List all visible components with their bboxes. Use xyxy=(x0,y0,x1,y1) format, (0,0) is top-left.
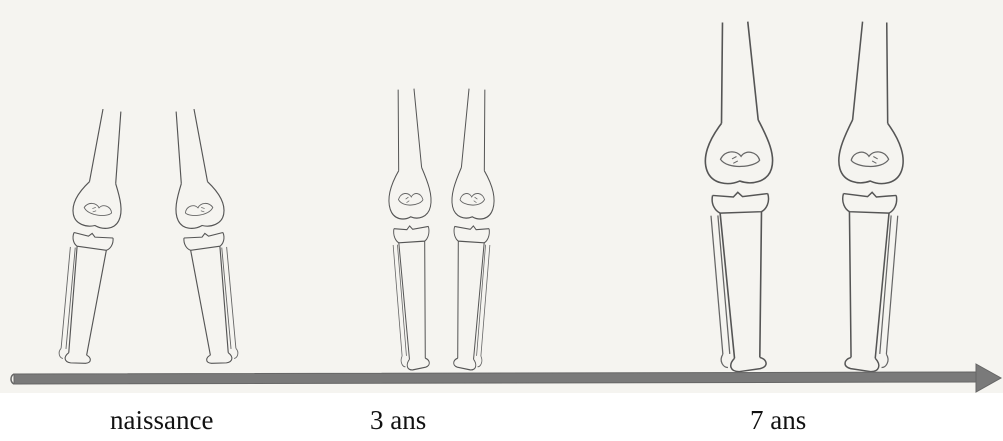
stage-label-birth: naissance xyxy=(110,405,213,436)
growth-sketch xyxy=(0,0,1003,393)
legs-7-years xyxy=(700,21,908,373)
stage-label-3-years: 3 ans xyxy=(370,405,426,436)
right-leg-3-years xyxy=(384,88,438,371)
right-leg-birth xyxy=(52,107,135,367)
legs-birth xyxy=(52,107,245,367)
right-leg-7-years xyxy=(700,21,780,373)
sketch-paper xyxy=(0,0,1003,393)
stage-label-7-years: 7 ans xyxy=(750,405,806,436)
legs-3-years xyxy=(384,88,498,371)
left-leg-7-years xyxy=(832,21,908,373)
left-leg-3-years xyxy=(445,88,499,371)
left-leg-birth xyxy=(162,107,245,367)
